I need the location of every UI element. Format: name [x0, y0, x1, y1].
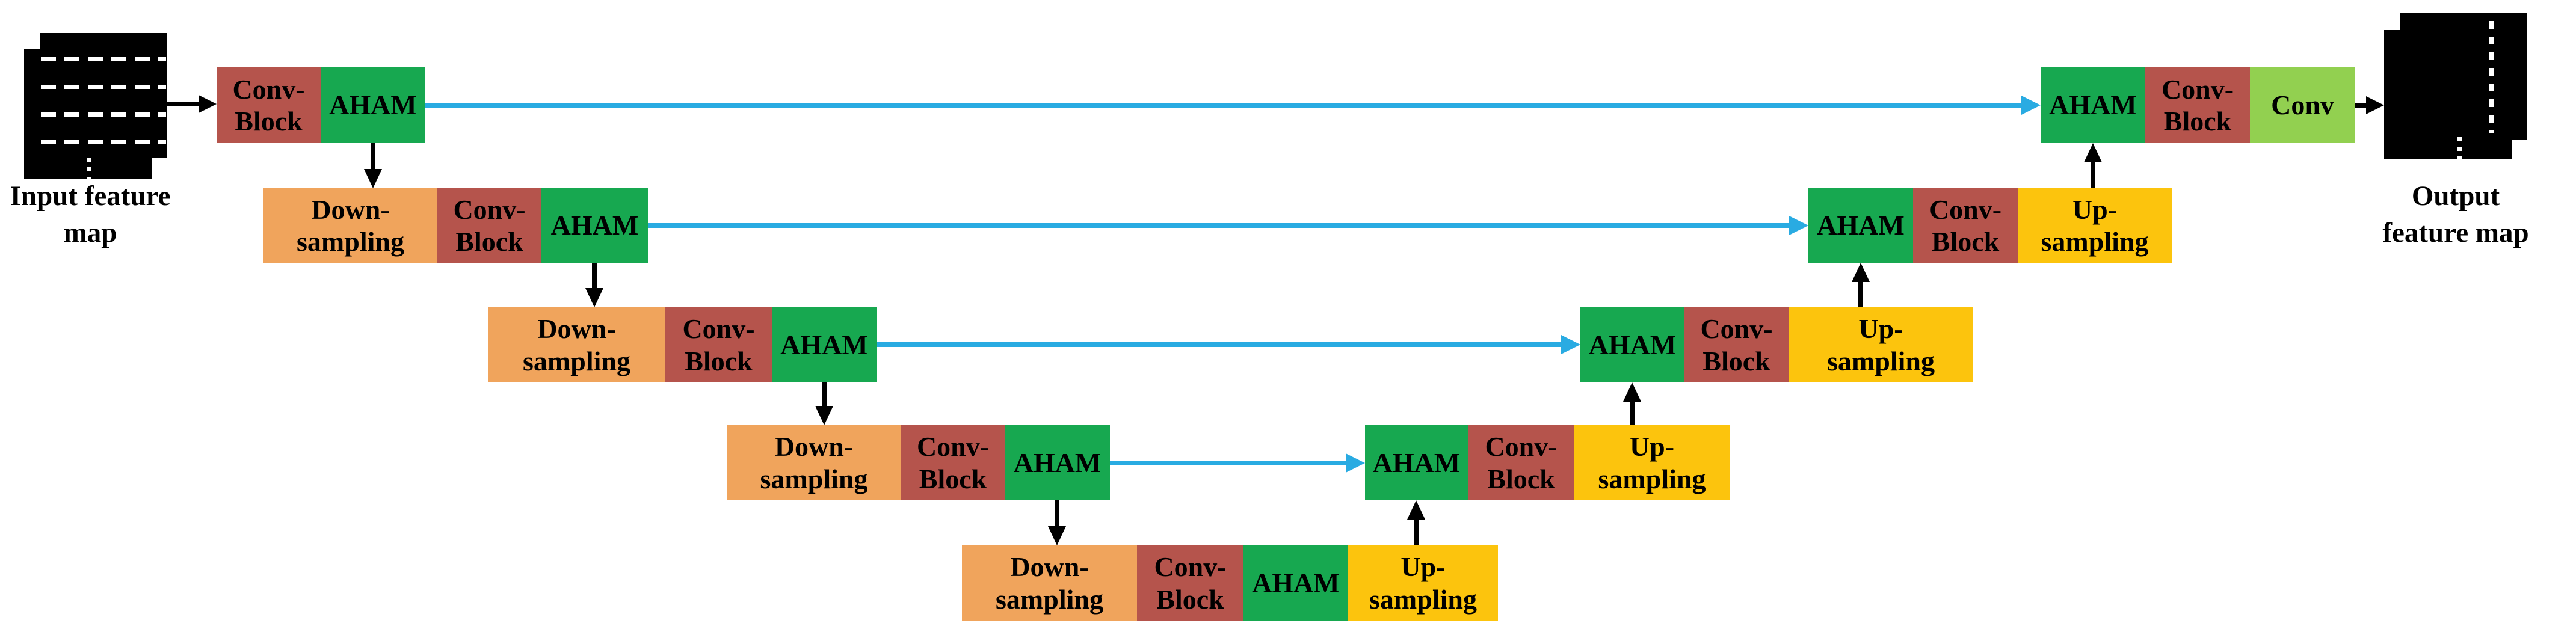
output-feature-map-caption: Output feature map: [2382, 180, 2529, 249]
bottleneck-conv-block: Conv- Block: [1137, 545, 1243, 621]
dec3-conv-block: Conv- Block: [1684, 307, 1789, 382]
enc2-aham: AHAM: [541, 188, 648, 263]
bottleneck-downsampling: Down- sampling: [962, 545, 1137, 621]
enc3-conv-block: Conv- Block: [665, 307, 772, 382]
enc2-conv-block: Conv- Block: [437, 188, 541, 263]
enc4-conv-block: Conv- Block: [901, 425, 1005, 500]
bottleneck-upsampling: Up- sampling: [1348, 545, 1498, 621]
arrow-enc4-down: [1055, 500, 1059, 527]
arrow-dec2-up-arrowhead-icon: [2084, 143, 2102, 162]
skip-connection-3: [877, 342, 1562, 347]
arrow-bottleneck-up-arrowhead-icon: [1407, 500, 1425, 520]
enc1-conv-block: Conv- Block: [217, 67, 321, 143]
dec2-conv-block: Conv- Block: [1913, 188, 2018, 263]
enc4-aham: AHAM: [1005, 425, 1110, 500]
dec2-aham: AHAM: [1808, 188, 1913, 263]
input-feature-map-dash-1: [41, 57, 166, 61]
enc3-aham: AHAM: [772, 307, 877, 382]
bottleneck-aham: AHAM: [1243, 545, 1348, 621]
input-feature-map-caption: Input feature map: [10, 180, 171, 249]
dec3-aham: AHAM: [1580, 307, 1684, 382]
final-conv: Conv: [2250, 67, 2355, 143]
arrow-dec4-up-arrowhead-icon: [1623, 382, 1641, 402]
dec4-upsampling: Up- sampling: [1574, 425, 1730, 500]
enc1-aham: AHAM: [321, 67, 425, 143]
dec4-aham: AHAM: [1365, 425, 1468, 500]
skip-connection-1: [425, 103, 2023, 108]
arrow-enc3-down-arrowhead-icon: [815, 406, 833, 425]
arrow-enc2-down-arrowhead-icon: [585, 288, 603, 307]
arrow-conv-to-output-arrowhead-icon: [2366, 96, 2384, 114]
enc4-downsampling: Down- sampling: [727, 425, 901, 500]
arrow-conv-to-output: [2355, 103, 2367, 108]
arrow-dec4-up: [1630, 400, 1635, 425]
input-feature-map-ellipsis: [87, 158, 91, 181]
skip-connection-4-arrowhead-icon: [1346, 453, 1365, 473]
arrow-enc1-down: [371, 143, 375, 170]
dec1-conv-block: Conv- Block: [2145, 67, 2250, 143]
dec1-aham: AHAM: [2041, 67, 2145, 143]
arrow-input-to-enc1: [167, 102, 200, 106]
arrow-enc3-down: [822, 382, 827, 407]
output-feature-map-ellipsis: [2457, 137, 2462, 161]
arrow-dec3-up-arrowhead-icon: [1852, 263, 1870, 282]
arrow-enc2-down: [592, 263, 597, 289]
output-feature-map-dashed-line: [2489, 21, 2494, 133]
skip-connection-3-arrowhead-icon: [1561, 335, 1580, 354]
arrow-dec3-up: [1858, 281, 1863, 307]
enc3-downsampling: Down- sampling: [488, 307, 665, 382]
dec3-upsampling: Up- sampling: [1789, 307, 1973, 382]
arrow-dec2-up: [2091, 161, 2095, 188]
skip-connection-2: [648, 223, 1790, 228]
arrow-enc1-down-arrowhead-icon: [364, 169, 382, 188]
skip-connection-1-arrowhead-icon: [2021, 96, 2041, 115]
skip-connection-2-arrowhead-icon: [1789, 216, 1808, 235]
arrow-bottleneck-up: [1414, 518, 1419, 545]
arrow-enc4-down-arrowhead-icon: [1048, 526, 1066, 545]
dec4-conv-block: Conv- Block: [1468, 425, 1574, 500]
input-feature-map-dash-3: [41, 112, 166, 117]
enc2-downsampling: Down- sampling: [263, 188, 437, 263]
input-feature-map-dash-2: [41, 85, 166, 89]
input-feature-map-dash-4: [41, 140, 166, 144]
arrow-input-to-enc1-arrowhead-icon: [199, 95, 217, 113]
skip-connection-4: [1110, 461, 1347, 465]
dec2-upsampling: Up- sampling: [2018, 188, 2172, 263]
